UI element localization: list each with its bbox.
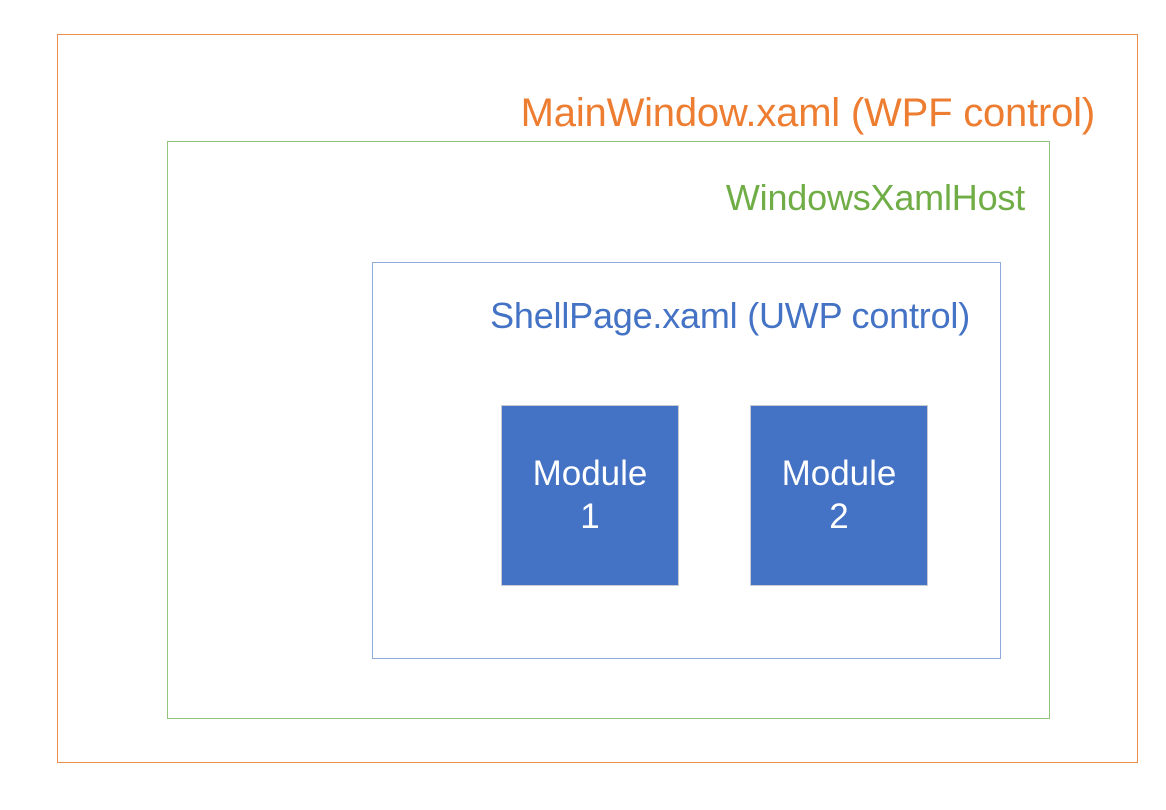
windows-xaml-host-container: WindowsXamlHost ShellPage.xaml (UWP cont… — [167, 141, 1050, 719]
module-row: Module 1 Module 2 — [502, 406, 927, 585]
module-box-1[interactable]: Module 1 — [502, 406, 678, 585]
wpf-window-container: MainWindow.xaml (WPF control) WindowsXam… — [57, 34, 1138, 763]
windows-xaml-host-label: WindowsXamlHost — [725, 177, 1025, 218]
module-2-number: 2 — [829, 496, 849, 536]
module-1-name: Module — [532, 453, 648, 493]
module-2-name: Module — [781, 453, 897, 493]
module-box-2[interactable]: Module 2 — [751, 406, 927, 585]
module-1-number: 1 — [580, 496, 600, 536]
wpf-window-label: MainWindow.xaml (WPF control) — [520, 91, 1096, 135]
shell-page-label: ShellPage.xaml (UWP control) — [490, 295, 970, 336]
shell-page-container: ShellPage.xaml (UWP control) Module 1 Mo… — [372, 262, 1001, 659]
